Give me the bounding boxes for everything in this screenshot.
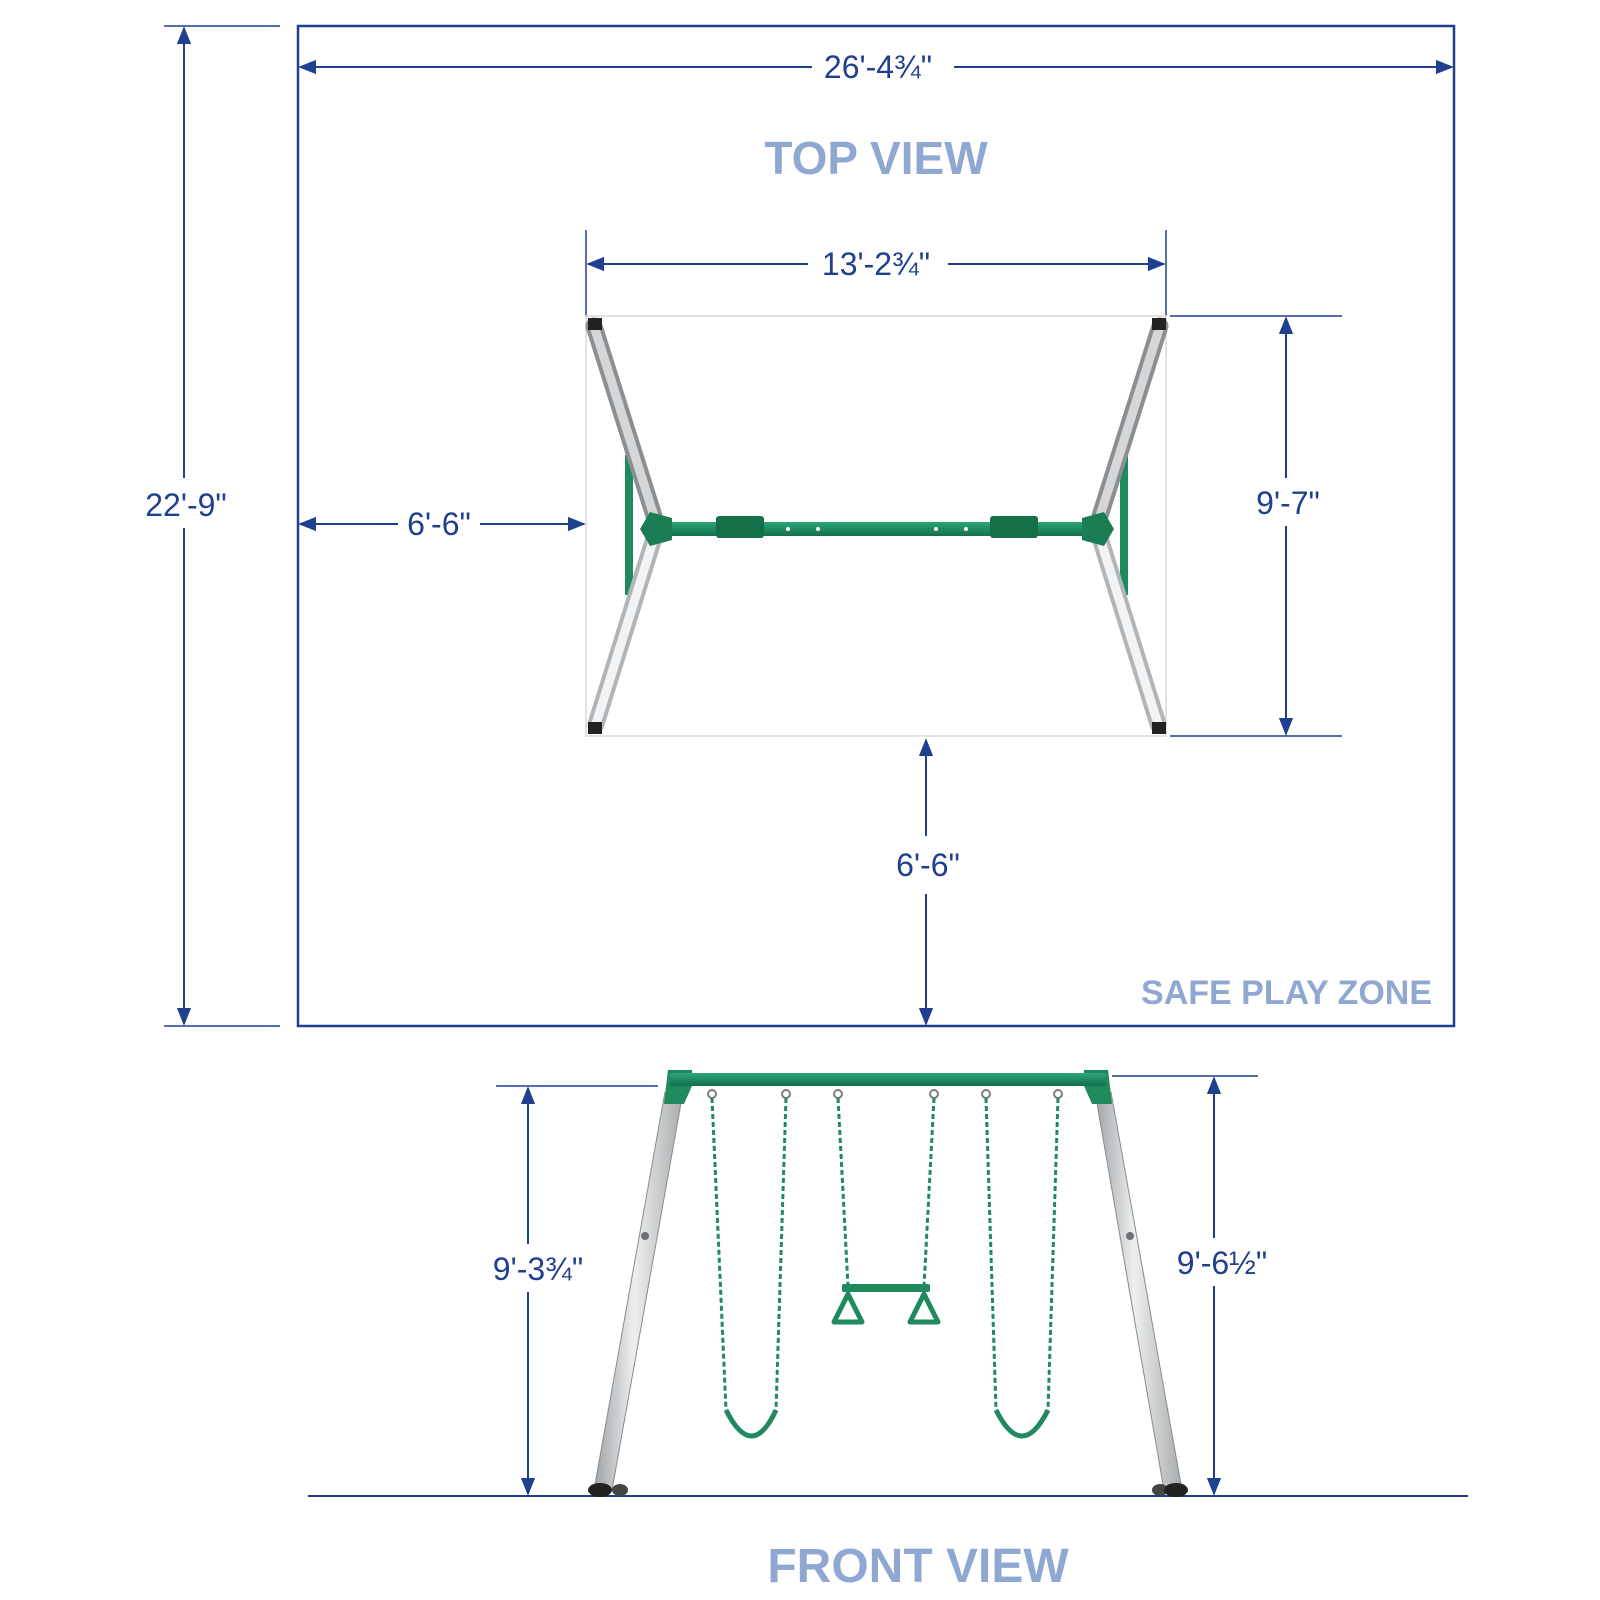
right-brace (1120, 455, 1128, 595)
left-belt-swing (710, 1097, 788, 1439)
right-foot (1152, 1484, 1168, 1496)
seat (723, 1408, 779, 1439)
left-leg (593, 1091, 684, 1491)
foot-cap (1152, 722, 1166, 734)
foot-cap (588, 722, 602, 734)
top-beam (652, 522, 1102, 536)
right-belt-swing (984, 1097, 1060, 1439)
hanger (707, 1089, 717, 1099)
top-view: 26'-4¾" 22'-9" TOP VIEW 13'-2¾" 9'-7" 6'… (145, 24, 1456, 1028)
right-bracket (1082, 512, 1114, 546)
top-view-title: TOP VIEW (764, 132, 988, 184)
right-leg (1094, 1091, 1183, 1491)
frame-footprint (585, 315, 1167, 737)
front-view: 9'-3¾" 9'-6½" (308, 1070, 1468, 1593)
zone-width-label: 26'-4¾" (824, 49, 932, 85)
zone-depth-label: 22'-9" (145, 487, 227, 523)
safe-play-zone-boundary (296, 24, 1456, 1028)
beam-sleeve (716, 516, 764, 538)
hanger (929, 1089, 939, 1099)
left-brace (625, 455, 633, 595)
swing-frame-top-view (585, 317, 1169, 734)
chain (774, 1097, 788, 1411)
trapeze-ring (907, 1291, 941, 1325)
front-view-title: FRONT VIEW (767, 1540, 1069, 1593)
chain (710, 1097, 728, 1411)
left-foot (588, 1483, 612, 1497)
chain (922, 1097, 936, 1287)
right-height-label: 9'-6½" (1177, 1245, 1267, 1281)
side-clearance-label: 6'-6" (407, 506, 471, 542)
left-height-label: 9'-3¾" (493, 1251, 583, 1287)
trapeze-bar (831, 1097, 941, 1325)
swing-set-front-view (588, 1070, 1188, 1497)
hanger (833, 1089, 843, 1099)
seat (993, 1408, 1051, 1439)
frame-width-label: 13'-2¾" (822, 246, 930, 282)
top-beam-front (670, 1073, 1106, 1086)
chain (984, 1097, 998, 1411)
foot-cap (588, 318, 602, 330)
hangers (707, 1089, 1063, 1099)
safe-play-zone-label: SAFE PLAY ZONE (1141, 974, 1432, 1012)
left-bracket (640, 512, 672, 546)
trapeze-ring (831, 1291, 865, 1325)
hanger (981, 1089, 991, 1099)
trapeze-bar-rod (842, 1284, 930, 1292)
chain (1046, 1097, 1060, 1411)
chain (836, 1097, 850, 1287)
front-clearance-label: 6'-6" (896, 847, 960, 883)
foot-cap (1152, 318, 1166, 330)
beam-sleeve (990, 516, 1038, 538)
hanger (1053, 1089, 1063, 1099)
frame-depth-label: 9'-7" (1256, 485, 1320, 521)
hanger (781, 1089, 791, 1099)
